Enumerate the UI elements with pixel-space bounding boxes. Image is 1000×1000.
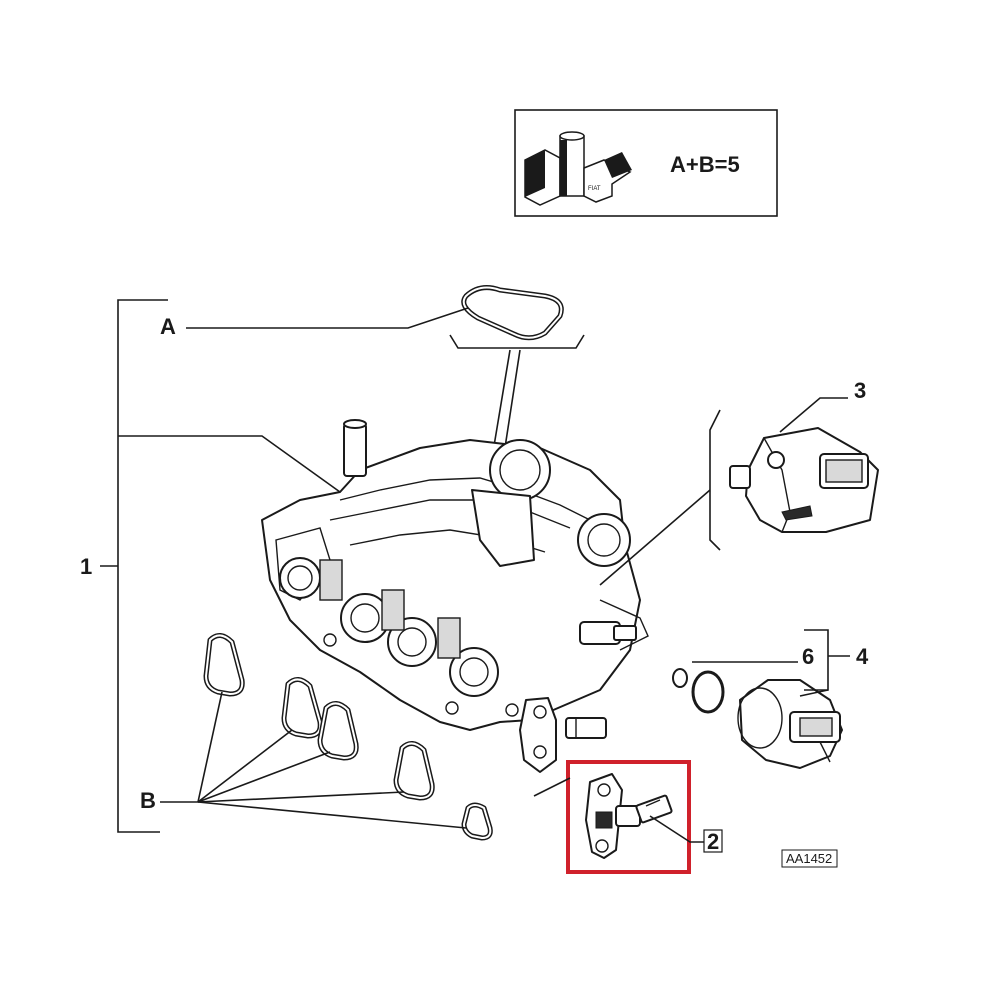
gasket-b-5 (461, 802, 493, 841)
parts-kit-icon: FIAT (524, 131, 632, 206)
callout-2-box (703, 829, 723, 853)
callout-3: 3 (854, 378, 866, 403)
kit-legend-box: FIAT A+B=5 (514, 109, 778, 217)
callout-4: 4 (856, 644, 869, 669)
position-sensor-2 (585, 773, 673, 859)
part-3-bracket (599, 397, 848, 586)
temperature-sensor-4 (737, 679, 843, 769)
callout-6: 6 (802, 644, 814, 669)
callout-a: A (160, 314, 176, 339)
kit-formula: A+B=5 (670, 152, 740, 177)
gasket-b-4 (393, 741, 435, 801)
o-ring-6 (672, 668, 725, 714)
callout-b-leaders (160, 691, 467, 829)
kit-icon-label: FIAT (588, 186, 601, 192)
gaskets-b (203, 633, 493, 841)
part-2-highlight-box (566, 760, 691, 874)
callout-2-leader (649, 815, 704, 843)
reference-code-box (781, 849, 838, 868)
callout-2: 2 (707, 829, 719, 854)
gasket-b-1 (203, 633, 245, 697)
callout-b: B (140, 788, 156, 813)
gasket-b-3 (317, 701, 359, 761)
gasket-b-2 (281, 677, 323, 739)
callout-1: 1 (80, 554, 92, 579)
part-2-leader-to-boss (533, 777, 571, 797)
group-4-bracket (692, 629, 850, 697)
intake-manifold (261, 419, 649, 773)
gasket-a (461, 285, 564, 341)
group-1-bracket (100, 299, 341, 833)
map-sensor-3 (729, 427, 879, 533)
reference-code: AA1452 (786, 851, 832, 866)
